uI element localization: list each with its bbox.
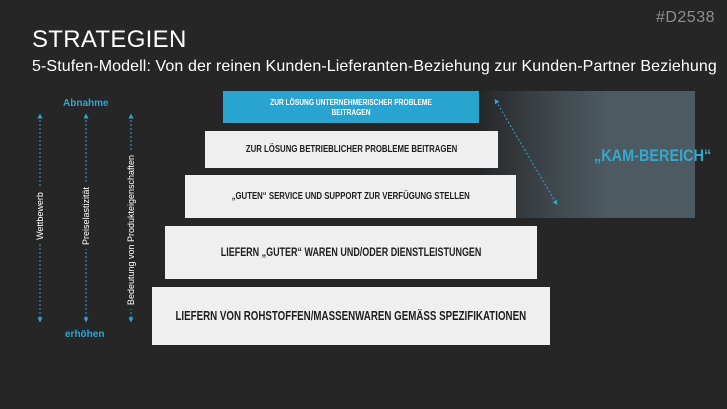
label-preiselastizitaet: Preiselastizität xyxy=(79,182,93,250)
page-title: STRATEGIEN xyxy=(32,26,187,53)
label-abnahme: Abnahme xyxy=(63,98,109,109)
page-subtitle: 5-Stufen-Modell: Von der reinen Kunden-L… xyxy=(32,58,717,75)
step-4-gute-waren: LIEFERN „GUTER“ WAREN UND/ODER DIENSTLEI… xyxy=(165,226,537,279)
step-5-rohstoffe: LIEFERN VON ROHSTOFFEN/MASSENWAREN GEMÄS… xyxy=(152,287,550,345)
label-wettbewerb: Wettbewerb xyxy=(33,188,47,244)
kam-bereich-label: „KAM-BEREICH“ xyxy=(594,146,712,165)
step-1-unternehmerische-probleme: ZUR LÖSUNG UNTERNEHMERISCHER PROBLEME BE… xyxy=(223,91,479,123)
label-produkteigenschaften: Bedeutung von Produkteigenschaften xyxy=(124,150,138,310)
step-3-service-support: „GUTEN“ SERVICE UND SUPPORT ZUR VERFÜGUN… xyxy=(185,175,516,218)
slide-id: #D2538 xyxy=(655,9,715,26)
step-2-betriebliche-probleme: ZUR LÖSUNG BETRIEBLICHER PROBLEME BEITRA… xyxy=(205,131,498,168)
label-erhoehen: erhöhen xyxy=(65,329,105,340)
